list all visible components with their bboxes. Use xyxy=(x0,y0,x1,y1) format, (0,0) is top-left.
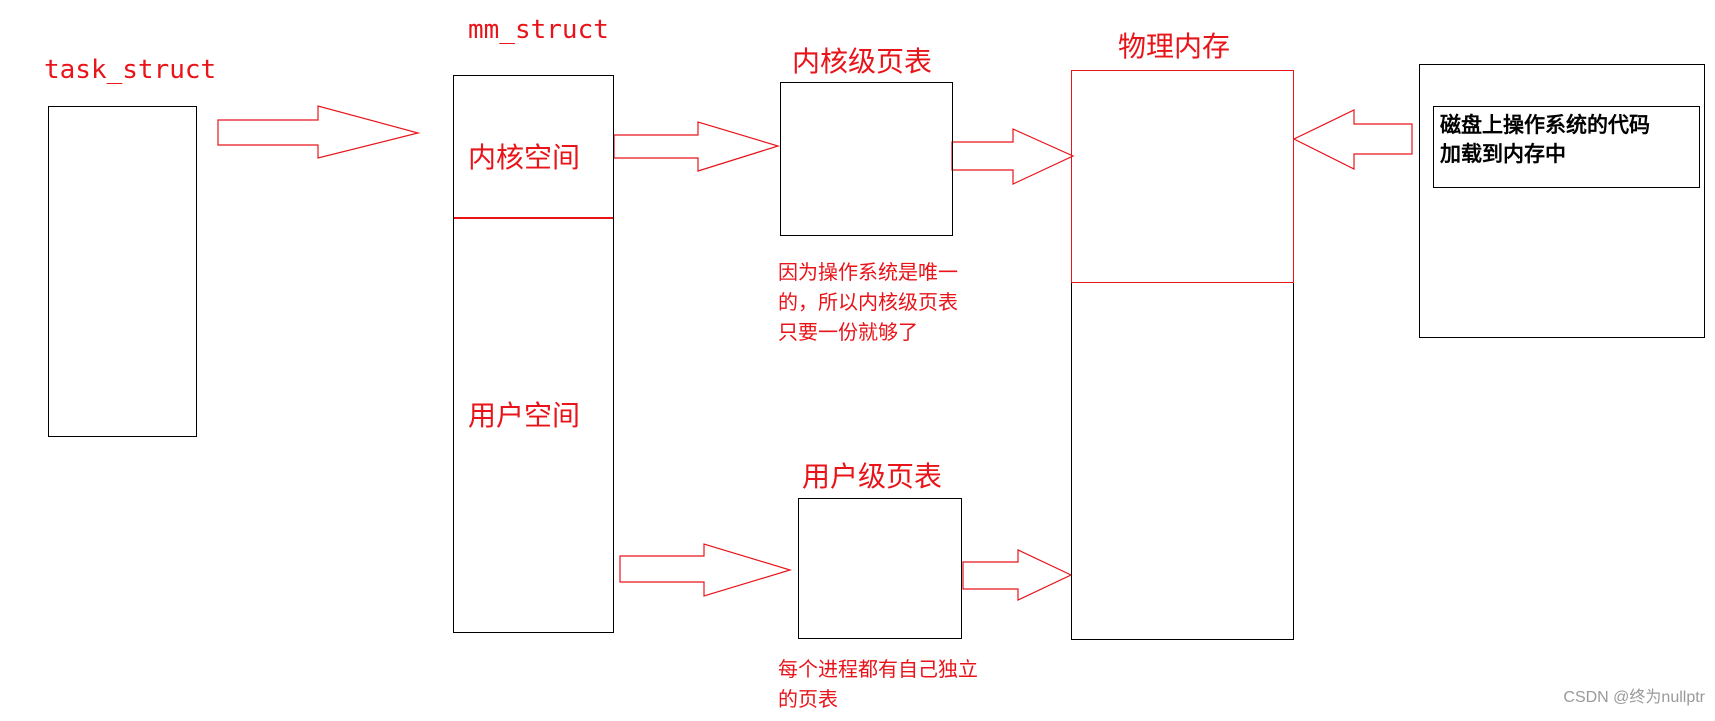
arrow-disk-to-memory xyxy=(1292,109,1413,170)
kernel-memory-region xyxy=(1071,70,1294,283)
kernel-note: 因为操作系统是唯一 的，所以内核级页表 只要一份就够了 xyxy=(778,260,958,344)
mm-struct-box xyxy=(453,75,614,633)
kernel-page-table-label: 内核级页表 xyxy=(792,45,933,78)
kernel-page-table-box xyxy=(780,82,953,236)
user-page-table-box xyxy=(798,498,962,639)
arrow-kernel-pt-to-memory xyxy=(951,128,1075,185)
task-struct-box xyxy=(48,106,197,437)
task-struct-label: task_struct xyxy=(44,55,217,85)
disk-box xyxy=(1419,64,1705,338)
watermark: CSDN @终为nullptr xyxy=(1563,689,1705,706)
disk-text: 磁盘上操作系统的代码 加载到内存中 xyxy=(1433,106,1700,188)
arrow-user-space-to-user-pt xyxy=(619,543,793,597)
arrow-kernel-space-to-kernel-pt xyxy=(613,121,781,172)
arrow-task-to-mm xyxy=(217,105,421,159)
user-space-label: 用户空间 xyxy=(468,399,581,432)
user-note: 每个进程都有自己独立 的页表 xyxy=(778,657,978,711)
kernel-user-divider xyxy=(454,217,613,219)
kernel-space-label: 内核空间 xyxy=(468,141,581,174)
user-page-table-label: 用户级页表 xyxy=(802,460,943,493)
arrow-user-pt-to-memory xyxy=(962,549,1073,601)
physical-memory-label: 物理内存 xyxy=(1118,30,1231,63)
mm-struct-label: mm_struct xyxy=(468,15,609,45)
